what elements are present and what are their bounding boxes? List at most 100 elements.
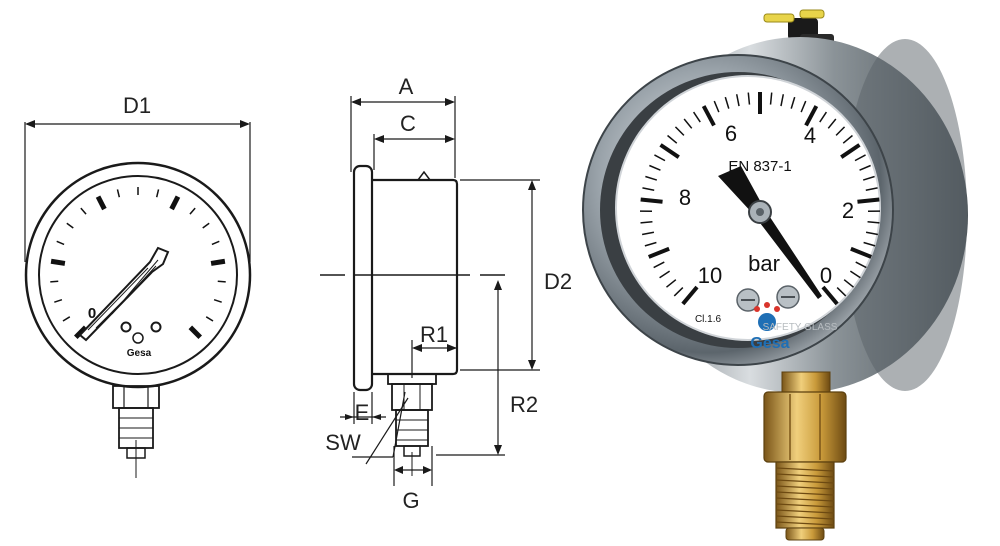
minor-tick <box>855 261 867 269</box>
photo-brand-label: Gesa <box>750 335 789 352</box>
gauge-photo <box>582 9 968 541</box>
minor-tick <box>202 222 210 229</box>
minor-tick <box>735 94 740 107</box>
front-pointer <box>78 246 170 342</box>
r1-label: R1 <box>420 322 448 347</box>
major-tick <box>804 105 819 127</box>
side-view-drawing <box>320 96 540 486</box>
thread-line <box>775 521 835 526</box>
scale-label-8: 8 <box>679 185 691 210</box>
major-tick <box>169 195 181 211</box>
minor-tick <box>56 240 65 246</box>
front-screw-left <box>120 321 132 333</box>
minor-tick <box>653 261 665 269</box>
side-top-vent <box>417 170 431 181</box>
scale-label-6: 6 <box>725 121 737 146</box>
minor-tick <box>724 96 730 109</box>
standard-label: EN 837-1 <box>728 158 791 175</box>
a-label: A <box>399 74 414 99</box>
minor-tick <box>645 175 658 181</box>
minor-tick <box>800 100 807 113</box>
minor-tick <box>862 175 875 181</box>
minor-tick <box>863 241 876 247</box>
front-logo-icon <box>132 332 144 344</box>
scale-label-0: 0 <box>820 263 832 288</box>
minor-tick <box>835 126 846 136</box>
minor-tick <box>790 96 796 109</box>
minor-tick <box>780 94 785 107</box>
major-tick <box>74 325 88 339</box>
major-tick <box>850 246 873 259</box>
class-label: Cl.1.6 <box>695 314 722 325</box>
major-tick <box>647 246 670 259</box>
minor-tick <box>836 287 847 297</box>
major-tick <box>840 143 861 159</box>
major-tick <box>188 325 202 339</box>
thread-line <box>775 479 835 484</box>
front-outer-ring <box>24 161 252 389</box>
front-brand-label: Gesa <box>127 348 152 359</box>
minor-tick <box>654 154 666 162</box>
major-tick <box>95 195 107 211</box>
major-tick <box>50 258 66 266</box>
d2-label: D2 <box>544 269 572 294</box>
g-label: G <box>402 488 419 513</box>
minor-tick <box>865 231 879 236</box>
side-case <box>372 178 459 376</box>
minor-tick <box>842 134 853 144</box>
minor-tick <box>819 111 828 123</box>
minor-tick <box>62 316 71 322</box>
minor-tick <box>641 231 655 236</box>
thread-line <box>775 473 835 478</box>
thread-line <box>775 491 835 496</box>
major-tick <box>659 143 680 159</box>
sw-leader <box>365 397 409 465</box>
front-pointer-hatch <box>87 259 159 331</box>
minor-tick <box>859 164 871 171</box>
scale-label-2: 2 <box>842 198 854 223</box>
socket-hex <box>763 391 847 463</box>
r2-label: R2 <box>510 392 538 417</box>
minor-tick <box>854 154 866 162</box>
front-dial-face <box>38 175 238 375</box>
minor-tick <box>205 316 214 322</box>
front-zero-label: 0 <box>88 305 96 322</box>
front-scale-ticks <box>50 187 226 339</box>
minor-tick <box>713 100 720 113</box>
sw-label: SW <box>325 430 361 455</box>
minor-tick <box>54 299 63 303</box>
minor-tick <box>116 189 121 198</box>
minor-tick <box>642 187 655 192</box>
side-socket-hex <box>391 383 433 411</box>
photo-scale-ticks <box>639 92 881 306</box>
thread-lines <box>775 467 835 526</box>
thread-line <box>775 485 835 490</box>
c-label: C <box>400 111 416 136</box>
thread-line <box>775 509 835 514</box>
minor-tick <box>867 221 880 224</box>
d1-label: D1 <box>123 93 151 118</box>
minor-tick <box>217 280 226 283</box>
scale-label-10: 10 <box>698 263 722 288</box>
side-bezel <box>352 164 374 392</box>
front-screw-right <box>150 321 162 333</box>
minor-tick <box>683 118 693 129</box>
minor-tick <box>50 280 59 283</box>
minor-tick <box>189 207 196 215</box>
thread-line <box>775 467 835 472</box>
socket-neck <box>781 371 831 393</box>
minor-tick <box>211 240 220 246</box>
minor-tick <box>865 187 878 192</box>
minor-tick <box>213 299 222 303</box>
minor-tick <box>155 189 160 198</box>
major-tick <box>681 285 699 306</box>
minor-tick <box>843 279 854 288</box>
major-tick <box>210 258 226 266</box>
minor-tick <box>640 221 653 224</box>
minor-tick <box>666 279 677 288</box>
e-label: E <box>355 400 370 425</box>
minor-tick <box>659 270 671 279</box>
front-view-drawing <box>24 120 252 478</box>
minor-tick <box>667 134 678 144</box>
minor-tick <box>80 207 87 215</box>
